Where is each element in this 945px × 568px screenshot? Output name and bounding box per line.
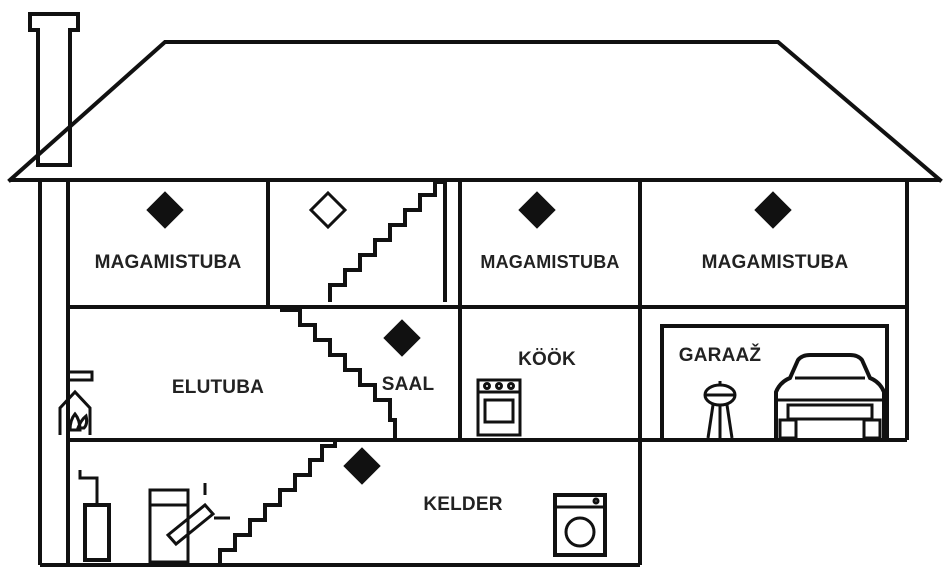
grill-icon xyxy=(703,381,737,439)
label-bedroom-2: MAGAMISTUBA xyxy=(480,252,619,272)
washing-machine-icon xyxy=(553,493,607,557)
middle-stairs xyxy=(280,308,397,439)
label-hall: SAAL xyxy=(382,374,435,395)
smoke-alarm-hall-icon xyxy=(383,319,421,357)
label-bedroom-3: MAGAMISTUBA xyxy=(702,252,849,273)
chimney-icon xyxy=(28,12,80,565)
water-heater-icon xyxy=(78,470,111,562)
label-garage: GARAAŽ xyxy=(679,344,762,366)
alarm-stairwell-icon xyxy=(308,190,348,230)
label-kitchen: KÖÖK xyxy=(518,349,576,370)
roof xyxy=(7,40,943,183)
label-living-room: ELUTUBA xyxy=(172,377,264,398)
label-bedroom-1: MAGAMISTUBA xyxy=(95,252,242,273)
lower-stairs xyxy=(218,441,337,564)
furnace-icon xyxy=(148,483,230,564)
smoke-alarm-bedroom-2-icon xyxy=(518,191,556,229)
fireplace-icon xyxy=(58,370,94,435)
smoke-alarm-basement-icon xyxy=(343,447,381,485)
smoke-alarm-bedroom-3-icon xyxy=(754,191,792,229)
label-basement: KELDER xyxy=(423,494,502,515)
smoke-alarm-bedroom-1-icon xyxy=(146,191,184,229)
upper-stairs xyxy=(328,180,447,302)
car-icon xyxy=(774,353,886,440)
stove-icon xyxy=(476,378,522,437)
